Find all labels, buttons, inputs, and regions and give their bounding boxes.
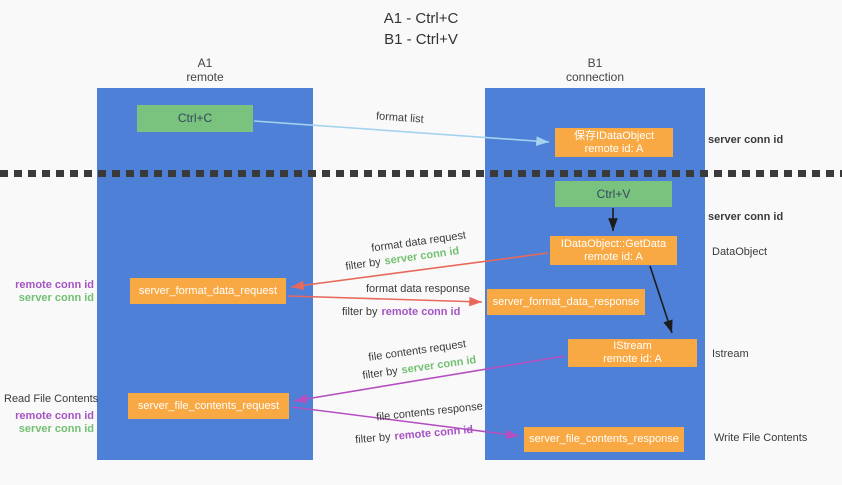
server-format-data-response-node: server_format_data_response: [487, 289, 645, 315]
file-contents-response-label: file contents response: [375, 400, 484, 424]
left-conn-id-labels-1: remote conn id server conn id: [8, 279, 94, 305]
lane-header-a1: A1 remote: [97, 56, 313, 84]
filter-by-text: filter by: [361, 365, 399, 382]
lane-a1-name: A1: [197, 56, 213, 70]
file-request-label: server_file_contents_request: [137, 399, 280, 412]
file-response-label: server_file_contents_response: [529, 433, 679, 445]
ctrl-c-node: Ctrl+C: [137, 105, 253, 132]
format-data-response-arrow: [287, 295, 483, 307]
write-file-contents-label: Write File Contents: [714, 432, 808, 444]
server-file-contents-request-node: server_file_contents_request: [128, 393, 289, 419]
filter-by-text: filter by: [342, 306, 378, 318]
lane-b1-name: B1: [587, 56, 603, 70]
title-line-1: A1 - Ctrl+C: [383, 10, 459, 27]
format-data-response-label: format data response: [366, 283, 470, 295]
remote-conn-id-text: remote conn id: [381, 306, 461, 318]
getdata-line1: IDataObject::GetData: [560, 237, 667, 250]
istream-label: Istream: [712, 348, 749, 360]
lane-header-b1: B1 connection: [485, 56, 705, 84]
idataobject-getdata-node: IDataObject::GetData remote id: A: [550, 236, 677, 265]
machine-boundary-dotted-line: [0, 170, 842, 177]
save-idataobject-line2: remote id: A: [584, 142, 644, 155]
read-file-contents-label: Read File Contents: [4, 393, 99, 405]
server-file-contents-response-node: server_file_contents_response: [524, 427, 684, 452]
filter-by-text: filter by: [354, 431, 392, 447]
ctrl-v-label: Ctrl+V: [596, 186, 631, 201]
istream-line1: IStream: [613, 340, 652, 352]
server-conn-id-label: server conn id: [18, 292, 94, 304]
istream-node: IStream remote id: A: [568, 339, 697, 367]
remote-conn-id-text: remote conn id: [394, 423, 474, 443]
dataobject-label: DataObject: [712, 246, 768, 258]
remote-conn-id-label: remote conn id: [15, 279, 94, 291]
istream-line2: remote id: A: [603, 353, 662, 365]
lane-b1-role: connection: [565, 70, 625, 84]
ctrl-c-label: Ctrl+C: [177, 111, 213, 125]
lane-a1-role: remote: [186, 70, 224, 84]
title-line-2: B1 - Ctrl+V: [384, 31, 458, 48]
server-conn-id-label: server conn id: [18, 423, 94, 435]
format-list-label: format list: [375, 110, 425, 126]
diagram-title: A1 - Ctrl+C B1 - Ctrl+V: [0, 8, 842, 50]
server-format-data-request-node: server_format_data_request: [130, 278, 286, 304]
save-idataobject-node: 保存IDataObject remote id: A: [555, 128, 673, 157]
remote-conn-id-label: remote conn id: [15, 410, 94, 422]
filter-by-text: filter by: [344, 256, 382, 273]
save-idataobject-line1: 保存IDataObject: [573, 129, 655, 142]
getdata-line2: remote id: A: [584, 250, 643, 263]
ctrl-v-node: Ctrl+V: [555, 181, 672, 207]
server-conn-id-label-mid: server conn id: [708, 211, 784, 223]
server-conn-id-label-top: server conn id: [708, 134, 784, 146]
left-conn-id-labels-2: remote conn id server conn id: [8, 410, 94, 436]
format-response-label: server_format_data_response: [492, 295, 640, 308]
format-request-label: server_format_data_request: [138, 284, 278, 297]
